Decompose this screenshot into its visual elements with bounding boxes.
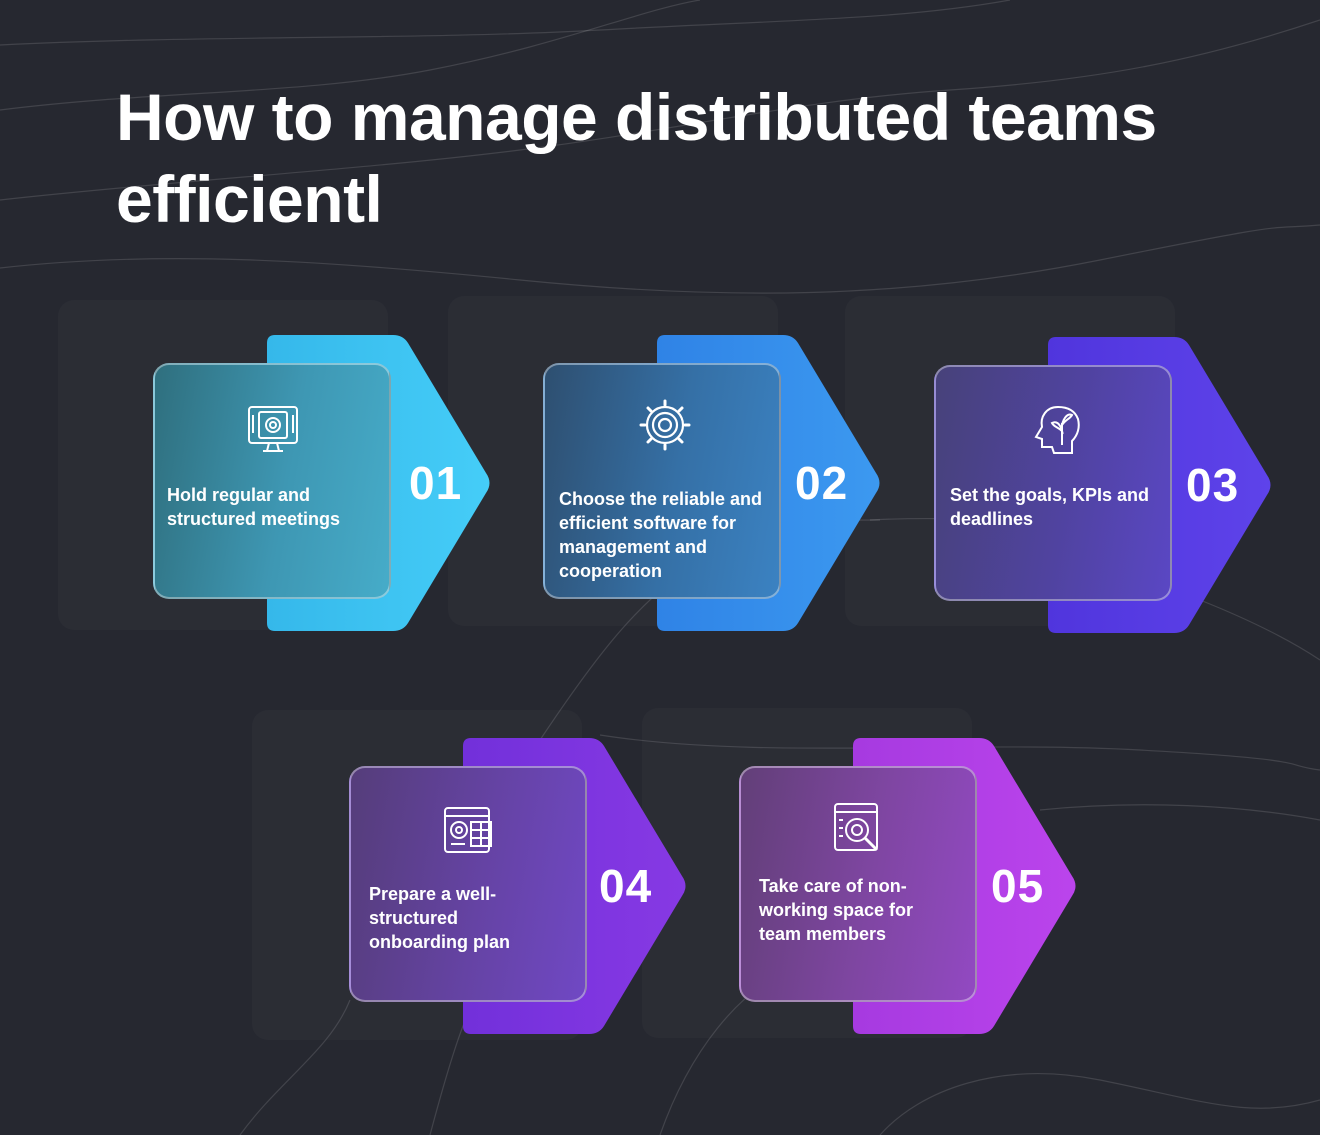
step-description: Prepare a well-structured onboarding pla… — [369, 884, 510, 952]
step-number: 02 — [795, 457, 849, 509]
step-description: Take care of non-working space for team … — [759, 876, 914, 944]
planning-document-icon — [444, 807, 492, 853]
step-card: Set the goals, KPIs and deadlines — [934, 365, 1172, 601]
step-05: Take care of non-working space for team … — [739, 738, 1079, 1038]
gear-icon — [639, 399, 691, 451]
step-description: Choose the reliable and efficient softwa… — [559, 489, 763, 581]
step-01: Hold regular and structured meetings 01 — [153, 335, 493, 635]
step-card: Prepare a well-structured onboarding pla… — [349, 766, 587, 1002]
step-04: Prepare a well-structured onboarding pla… — [349, 738, 689, 1038]
step-card: Hold regular and structured meetings — [153, 363, 391, 599]
step-number: 05 — [991, 860, 1045, 912]
head-growth-icon — [1034, 405, 1080, 454]
step-03: Set the goals, KPIs and deadlines 03 — [934, 337, 1274, 637]
step-card: Choose the reliable and efficient softwa… — [543, 363, 781, 599]
step-description: Set the goals, KPIs and deadlines — [950, 485, 1150, 529]
page-title: How to manage distributed teams efficien… — [116, 80, 1157, 236]
step-number: 04 — [599, 860, 653, 912]
step-number: 03 — [1186, 459, 1240, 511]
step-02: Choose the reliable and efficient softwa… — [543, 335, 883, 635]
presentation-board-icon — [248, 406, 298, 452]
analytics-search-icon — [834, 803, 879, 852]
step-number: 01 — [409, 457, 463, 509]
step-card: Take care of non-working space for team … — [739, 766, 977, 1002]
step-description: Hold regular and structured meetings — [167, 485, 341, 529]
